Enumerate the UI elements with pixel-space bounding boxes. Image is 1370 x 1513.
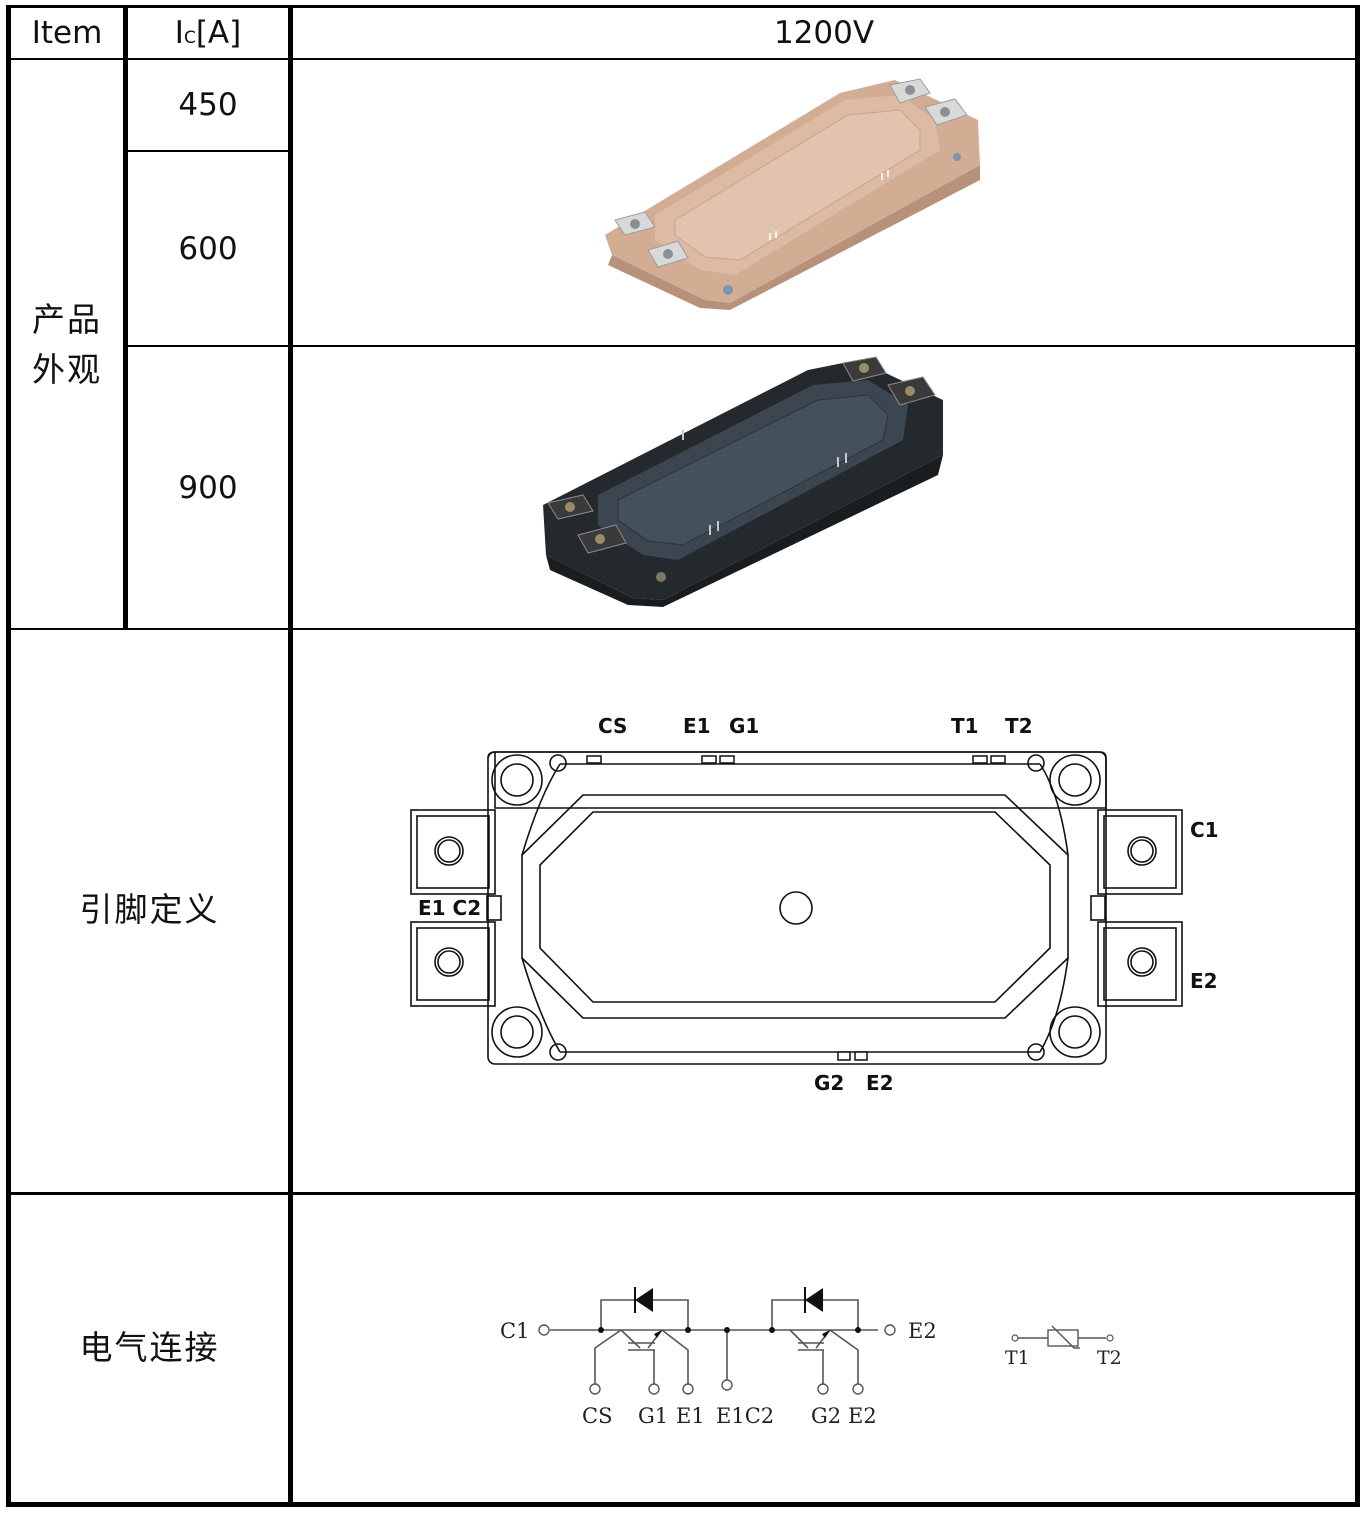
terminal-label-t1: T1 — [1005, 1347, 1030, 1369]
terminal-label-cs: CS — [582, 1404, 612, 1428]
appearance-label-line2: 外观 — [32, 350, 102, 389]
rating-600: 600 — [178, 230, 238, 267]
header-current-subscript: C — [183, 28, 196, 48]
pin-label-g2: G2 — [814, 1071, 844, 1095]
header-current-unit: [A] — [195, 15, 242, 51]
col-divider-2 — [288, 5, 293, 1505]
terminal-label-e1c2: E1C2 — [716, 1404, 774, 1428]
appearance-label: 产品 外观 — [11, 295, 123, 395]
terminal-label-c1: C1 — [500, 1319, 529, 1343]
pin-label-t2: T2 — [1005, 714, 1033, 738]
table-border-top — [7, 5, 1359, 8]
terminal-label-e2-out: E2 — [908, 1319, 937, 1343]
row-divider-header — [9, 58, 1357, 60]
table-border-bottom — [6, 1502, 1360, 1507]
pin-label-g1: G1 — [729, 714, 759, 738]
terminal-label-g1: G1 — [638, 1404, 668, 1428]
terminal-label-e2: E2 — [848, 1404, 877, 1428]
rating-450: 450 — [178, 87, 238, 123]
row-divider-600 — [126, 345, 1357, 347]
pinout-label: 引脚定义 — [79, 890, 220, 929]
pin-label-e1: E1 — [683, 714, 711, 738]
thermistor-symbol: T1 T2 — [1005, 1325, 1122, 1369]
pin-label-e2-aux: E2 — [866, 1071, 894, 1095]
pin-label-e1c2: E1 C2 — [418, 896, 481, 920]
terminal-label-t2: T2 — [1097, 1347, 1122, 1369]
pinout-drawing: CS E1 G1 T1 T2 E1 C2 C1 E2 G2 E2 — [410, 714, 1219, 1095]
terminal-label-e1: E1 — [676, 1404, 705, 1428]
pin-label-e2-power: E2 — [1190, 969, 1218, 993]
electrical-schematic: C1 E2 CS G1 E1 E1C2 G2 E2 — [500, 1287, 937, 1428]
electrical-label: 电气连接 — [79, 1328, 220, 1367]
row-divider-pinout — [9, 1192, 1357, 1195]
rating-900: 900 — [178, 469, 238, 506]
col-divider-1 — [123, 5, 128, 629]
header-current-symbol: I — [174, 15, 184, 51]
appearance-label-line1: 产品 — [32, 300, 102, 339]
pin-label-cs: CS — [598, 714, 627, 738]
header-item: Item — [31, 15, 103, 51]
pin-label-t1: T1 — [951, 714, 979, 738]
product-photo-black-module — [543, 356, 943, 607]
table-border-right — [1355, 5, 1360, 1507]
header-voltage: 1200V — [773, 15, 875, 51]
pin-label-c1: C1 — [1190, 818, 1219, 842]
table-border-left — [6, 5, 11, 1507]
product-photo-beige-module — [605, 78, 980, 310]
terminal-label-g2: G2 — [811, 1404, 841, 1428]
row-divider-appearance — [9, 628, 1357, 630]
row-divider-450 — [126, 150, 290, 152]
